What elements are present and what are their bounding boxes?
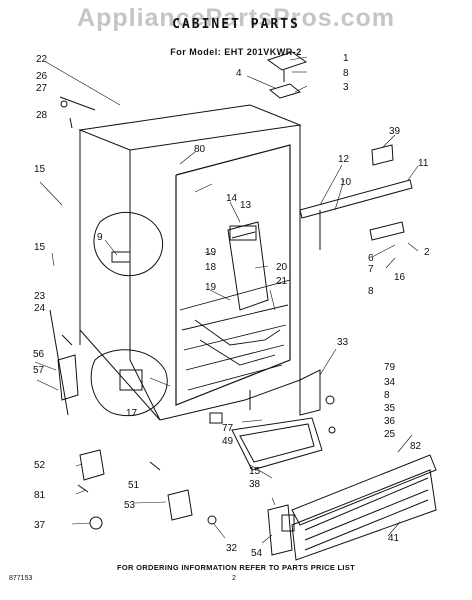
- callout-12: 12: [338, 154, 350, 165]
- figure-code: 877153: [9, 575, 33, 582]
- callout-2: 2: [424, 247, 430, 258]
- callout-77: 77: [222, 423, 234, 434]
- hinge-rail: [299, 179, 413, 250]
- callout-37: 37: [34, 520, 46, 531]
- callout-6: 6: [368, 253, 374, 264]
- drain-pan: [231, 417, 323, 471]
- diagram-title: CABINET PARTS: [172, 17, 300, 32]
- left-tubing: [49, 309, 79, 416]
- callout-49: 49: [222, 436, 234, 447]
- callout-15-upper: 15: [34, 164, 46, 175]
- small-parts: [77, 449, 217, 530]
- lower-mount: [209, 390, 251, 424]
- cabinet-interior: [179, 279, 291, 391]
- callout-7: 7: [368, 264, 374, 275]
- callout-27: 27: [36, 83, 48, 94]
- nameplate: [371, 144, 394, 166]
- callout-25: 25: [384, 429, 396, 440]
- callout-8-top: 8: [343, 68, 349, 79]
- callout-51: 51: [128, 480, 140, 491]
- callout-15-lower: 15: [249, 466, 261, 477]
- callout-52: 52: [34, 460, 46, 471]
- callout-9: 9: [97, 232, 103, 243]
- callout-10: 10: [340, 177, 352, 188]
- callout-20: 20: [276, 262, 288, 273]
- callout-8-right: 8: [368, 286, 374, 297]
- callout-41: 41: [388, 533, 400, 544]
- callout-36: 36: [384, 416, 396, 427]
- callout-54: 54: [251, 548, 263, 559]
- callout-57: 57: [33, 365, 45, 376]
- callout-28: 28: [36, 110, 48, 121]
- callout-21: 21: [276, 276, 288, 287]
- page-number: 2: [232, 575, 236, 582]
- watermark: AppliancePartsPros.com: [77, 4, 395, 32]
- callout-14: 14: [226, 193, 238, 204]
- callout-80: 80: [194, 144, 206, 155]
- callout-24: 24: [34, 303, 46, 314]
- evaporator-cover: [227, 221, 269, 311]
- callout-4: 4: [236, 68, 242, 79]
- callout-13: 13: [240, 200, 252, 211]
- ordering-note: FOR ORDERING INFORMATION REFER TO PARTS …: [117, 563, 355, 572]
- base-grille: [291, 454, 437, 561]
- callout-8-mid: 8: [384, 390, 390, 401]
- callout-35: 35: [384, 403, 396, 414]
- callout-11: 11: [418, 158, 429, 169]
- callout-17: 17: [126, 408, 138, 419]
- callout-81: 81: [34, 490, 46, 501]
- callout-32: 32: [226, 543, 238, 554]
- bracket-group: [299, 369, 336, 434]
- callout-22: 22: [36, 54, 48, 65]
- callout-26: 26: [36, 71, 48, 82]
- callout-3: 3: [343, 82, 349, 93]
- callout-56: 56: [33, 349, 45, 360]
- cabinet-cutout-lower: [90, 349, 168, 417]
- top-left-fastener: [59, 96, 96, 129]
- callout-19-lower: 19: [205, 282, 217, 293]
- callout-16: 16: [394, 272, 406, 283]
- cabinet-cutout-upper: [93, 212, 164, 277]
- callout-23: 23: [34, 291, 46, 302]
- callout-labels: 22 26 27 28 1 8 3 4 80 39 15 12 11 10 14…: [33, 53, 430, 559]
- callout-19-upper: 19: [205, 247, 217, 258]
- model-line: For Model: EHT 201VKWR-2: [170, 47, 302, 57]
- callout-18: 18: [205, 262, 217, 273]
- leader-lines: [34, 56, 419, 544]
- callout-1: 1: [343, 53, 349, 64]
- hinge-bracket-bottom: [267, 504, 295, 556]
- callout-38: 38: [249, 479, 261, 490]
- callout-15-left: 15: [34, 242, 46, 253]
- callout-53: 53: [124, 500, 136, 511]
- callout-34: 34: [384, 377, 396, 388]
- callout-39: 39: [389, 126, 401, 137]
- top-hinge: [266, 51, 308, 99]
- callout-79: 79: [384, 362, 396, 373]
- cabinet-body: [61, 104, 302, 421]
- callout-82: 82: [410, 441, 422, 452]
- callout-33: 33: [337, 337, 349, 348]
